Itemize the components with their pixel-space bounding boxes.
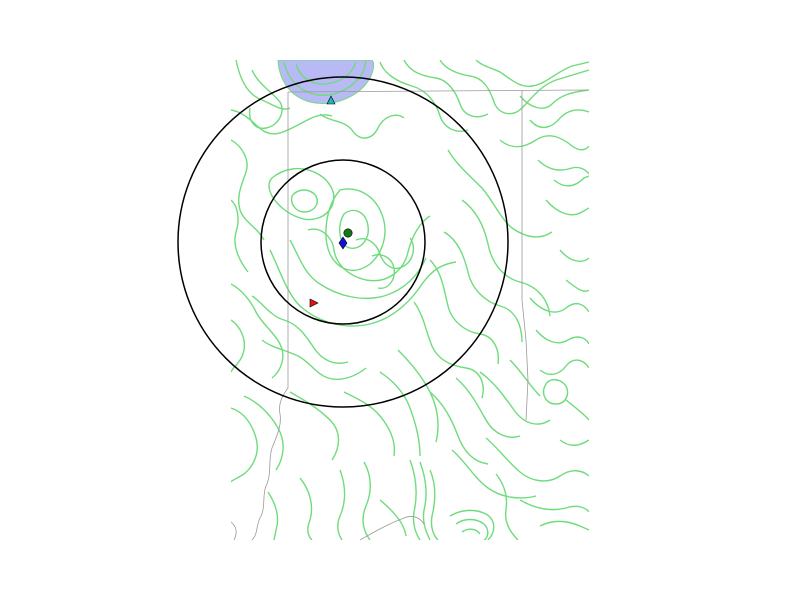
markers (309, 95, 353, 308)
contour-line (413, 301, 484, 399)
range-rings (177, 76, 509, 408)
contour-line (231, 407, 258, 483)
contour-line (535, 329, 589, 345)
contour-line (461, 199, 551, 317)
cyan-triangle-marker[interactable] (326, 95, 336, 105)
contour-line (429, 259, 500, 365)
water-body (277, 60, 375, 104)
contour-line (299, 477, 313, 540)
boundary-line (521, 90, 529, 421)
contour-line (343, 391, 396, 457)
contour-line (379, 371, 421, 457)
contour-line (429, 391, 489, 465)
boundary-line (251, 387, 289, 540)
contour-line (267, 491, 279, 540)
contour-line (529, 109, 589, 128)
contour-line (539, 520, 589, 531)
contour-line (319, 113, 405, 139)
contour-line (449, 509, 495, 540)
contour-line (519, 89, 589, 109)
contour-line (403, 60, 489, 118)
contour-line (289, 391, 340, 461)
contour-line (295, 61, 357, 85)
contour-line (537, 159, 589, 175)
contour-line (269, 249, 457, 327)
contour-line (539, 359, 589, 376)
contour-line (231, 109, 333, 135)
contour-line (419, 461, 431, 540)
contour-line (371, 254, 395, 289)
green-circle-marker[interactable] (343, 228, 353, 238)
contour-line (447, 149, 553, 238)
contour-line (379, 61, 469, 132)
contour-line (439, 60, 589, 115)
contour-lines (231, 60, 589, 540)
map-frame (231, 60, 589, 540)
contour-line (443, 231, 523, 343)
contour-line (337, 469, 346, 540)
contour-line (307, 215, 431, 282)
red-triangle-marker[interactable] (309, 298, 319, 308)
boundary-line (231, 521, 237, 540)
contour-line (290, 189, 318, 213)
boundary-lines (231, 89, 589, 540)
boundary-line (359, 516, 425, 540)
contour-line (455, 518, 489, 540)
contour-line (559, 249, 589, 262)
contour-line (355, 237, 415, 270)
inner-range-ring (260, 159, 426, 325)
contour-line (231, 139, 265, 241)
contour-line (461, 528, 481, 535)
contour-line (565, 399, 589, 421)
contour-line (289, 239, 427, 299)
contour-line (231, 283, 284, 379)
contour-line (509, 359, 541, 397)
contour-line (495, 473, 519, 540)
contour-line (499, 135, 589, 151)
contour-line (251, 295, 349, 364)
contour-line (529, 297, 589, 313)
outer-range-ring (177, 76, 509, 408)
boundary-line (287, 89, 589, 93)
contour-line (325, 188, 386, 272)
contour-line (559, 439, 589, 446)
contour-line (429, 469, 439, 540)
contour-line (362, 461, 371, 540)
contour-line (485, 437, 589, 482)
contour-line (261, 339, 367, 380)
contour-line (451, 449, 537, 499)
contour-line (339, 209, 369, 249)
blue-diamond-marker[interactable] (338, 236, 348, 250)
contour-line (519, 499, 589, 513)
contour-line (231, 319, 246, 373)
contour-line (379, 499, 407, 537)
contour-line (268, 167, 335, 221)
contour-line (479, 371, 551, 425)
contour-line (565, 279, 589, 292)
contour-line (553, 175, 589, 187)
contour-line (231, 199, 249, 273)
contour-line (455, 377, 521, 438)
contour-line (248, 69, 283, 129)
contour-line (545, 199, 589, 216)
contour-line (542, 379, 569, 405)
contour-line (409, 459, 421, 540)
contour-line (475, 60, 589, 87)
contour-line (243, 395, 284, 471)
